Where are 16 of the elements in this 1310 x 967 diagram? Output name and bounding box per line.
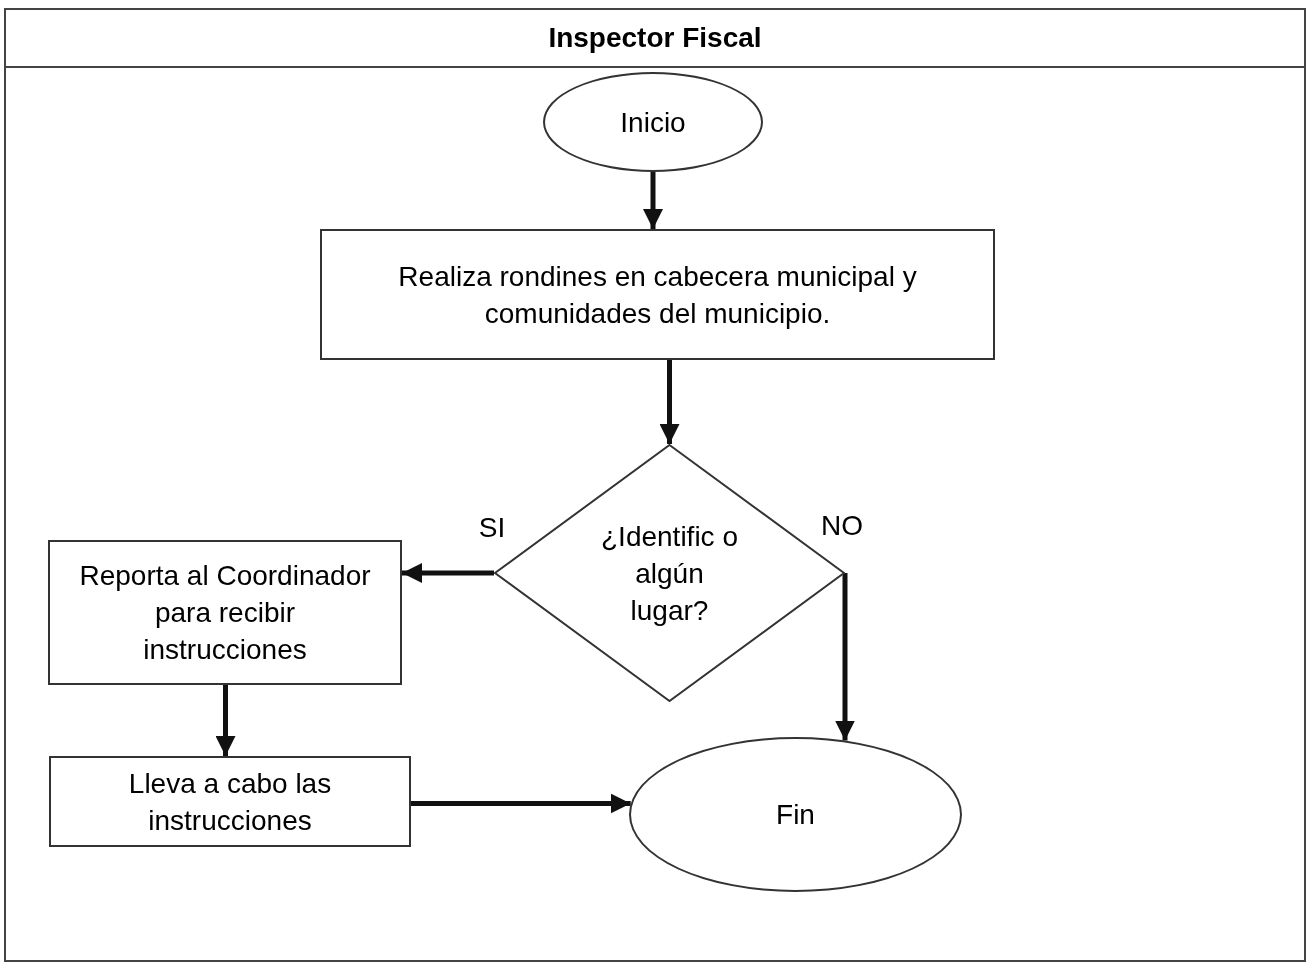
arrow bbox=[659, 360, 680, 444]
arrow bbox=[643, 172, 663, 229]
process-box bbox=[49, 756, 411, 847]
node-text: Reporta al Coordinador para recibir instrucciones bbox=[78, 559, 372, 667]
node-text: Fin bbox=[776, 798, 815, 832]
node-text: Lleva a cabo las instrucciones bbox=[127, 766, 333, 838]
node-text: Inicio bbox=[620, 105, 686, 140]
arrow bbox=[402, 563, 494, 583]
swimlane bbox=[4, 8, 1306, 962]
node-text: ¿Identific o algún lugar? bbox=[600, 519, 739, 628]
lane-title: Inspector Fiscal bbox=[548, 21, 762, 55]
arrow bbox=[215, 685, 236, 756]
process-box bbox=[320, 229, 995, 360]
arrow bbox=[411, 793, 631, 814]
process-box bbox=[48, 540, 402, 685]
node-text: Realiza rondines en cabecera municipal y comunidades del municipio. bbox=[397, 259, 918, 331]
